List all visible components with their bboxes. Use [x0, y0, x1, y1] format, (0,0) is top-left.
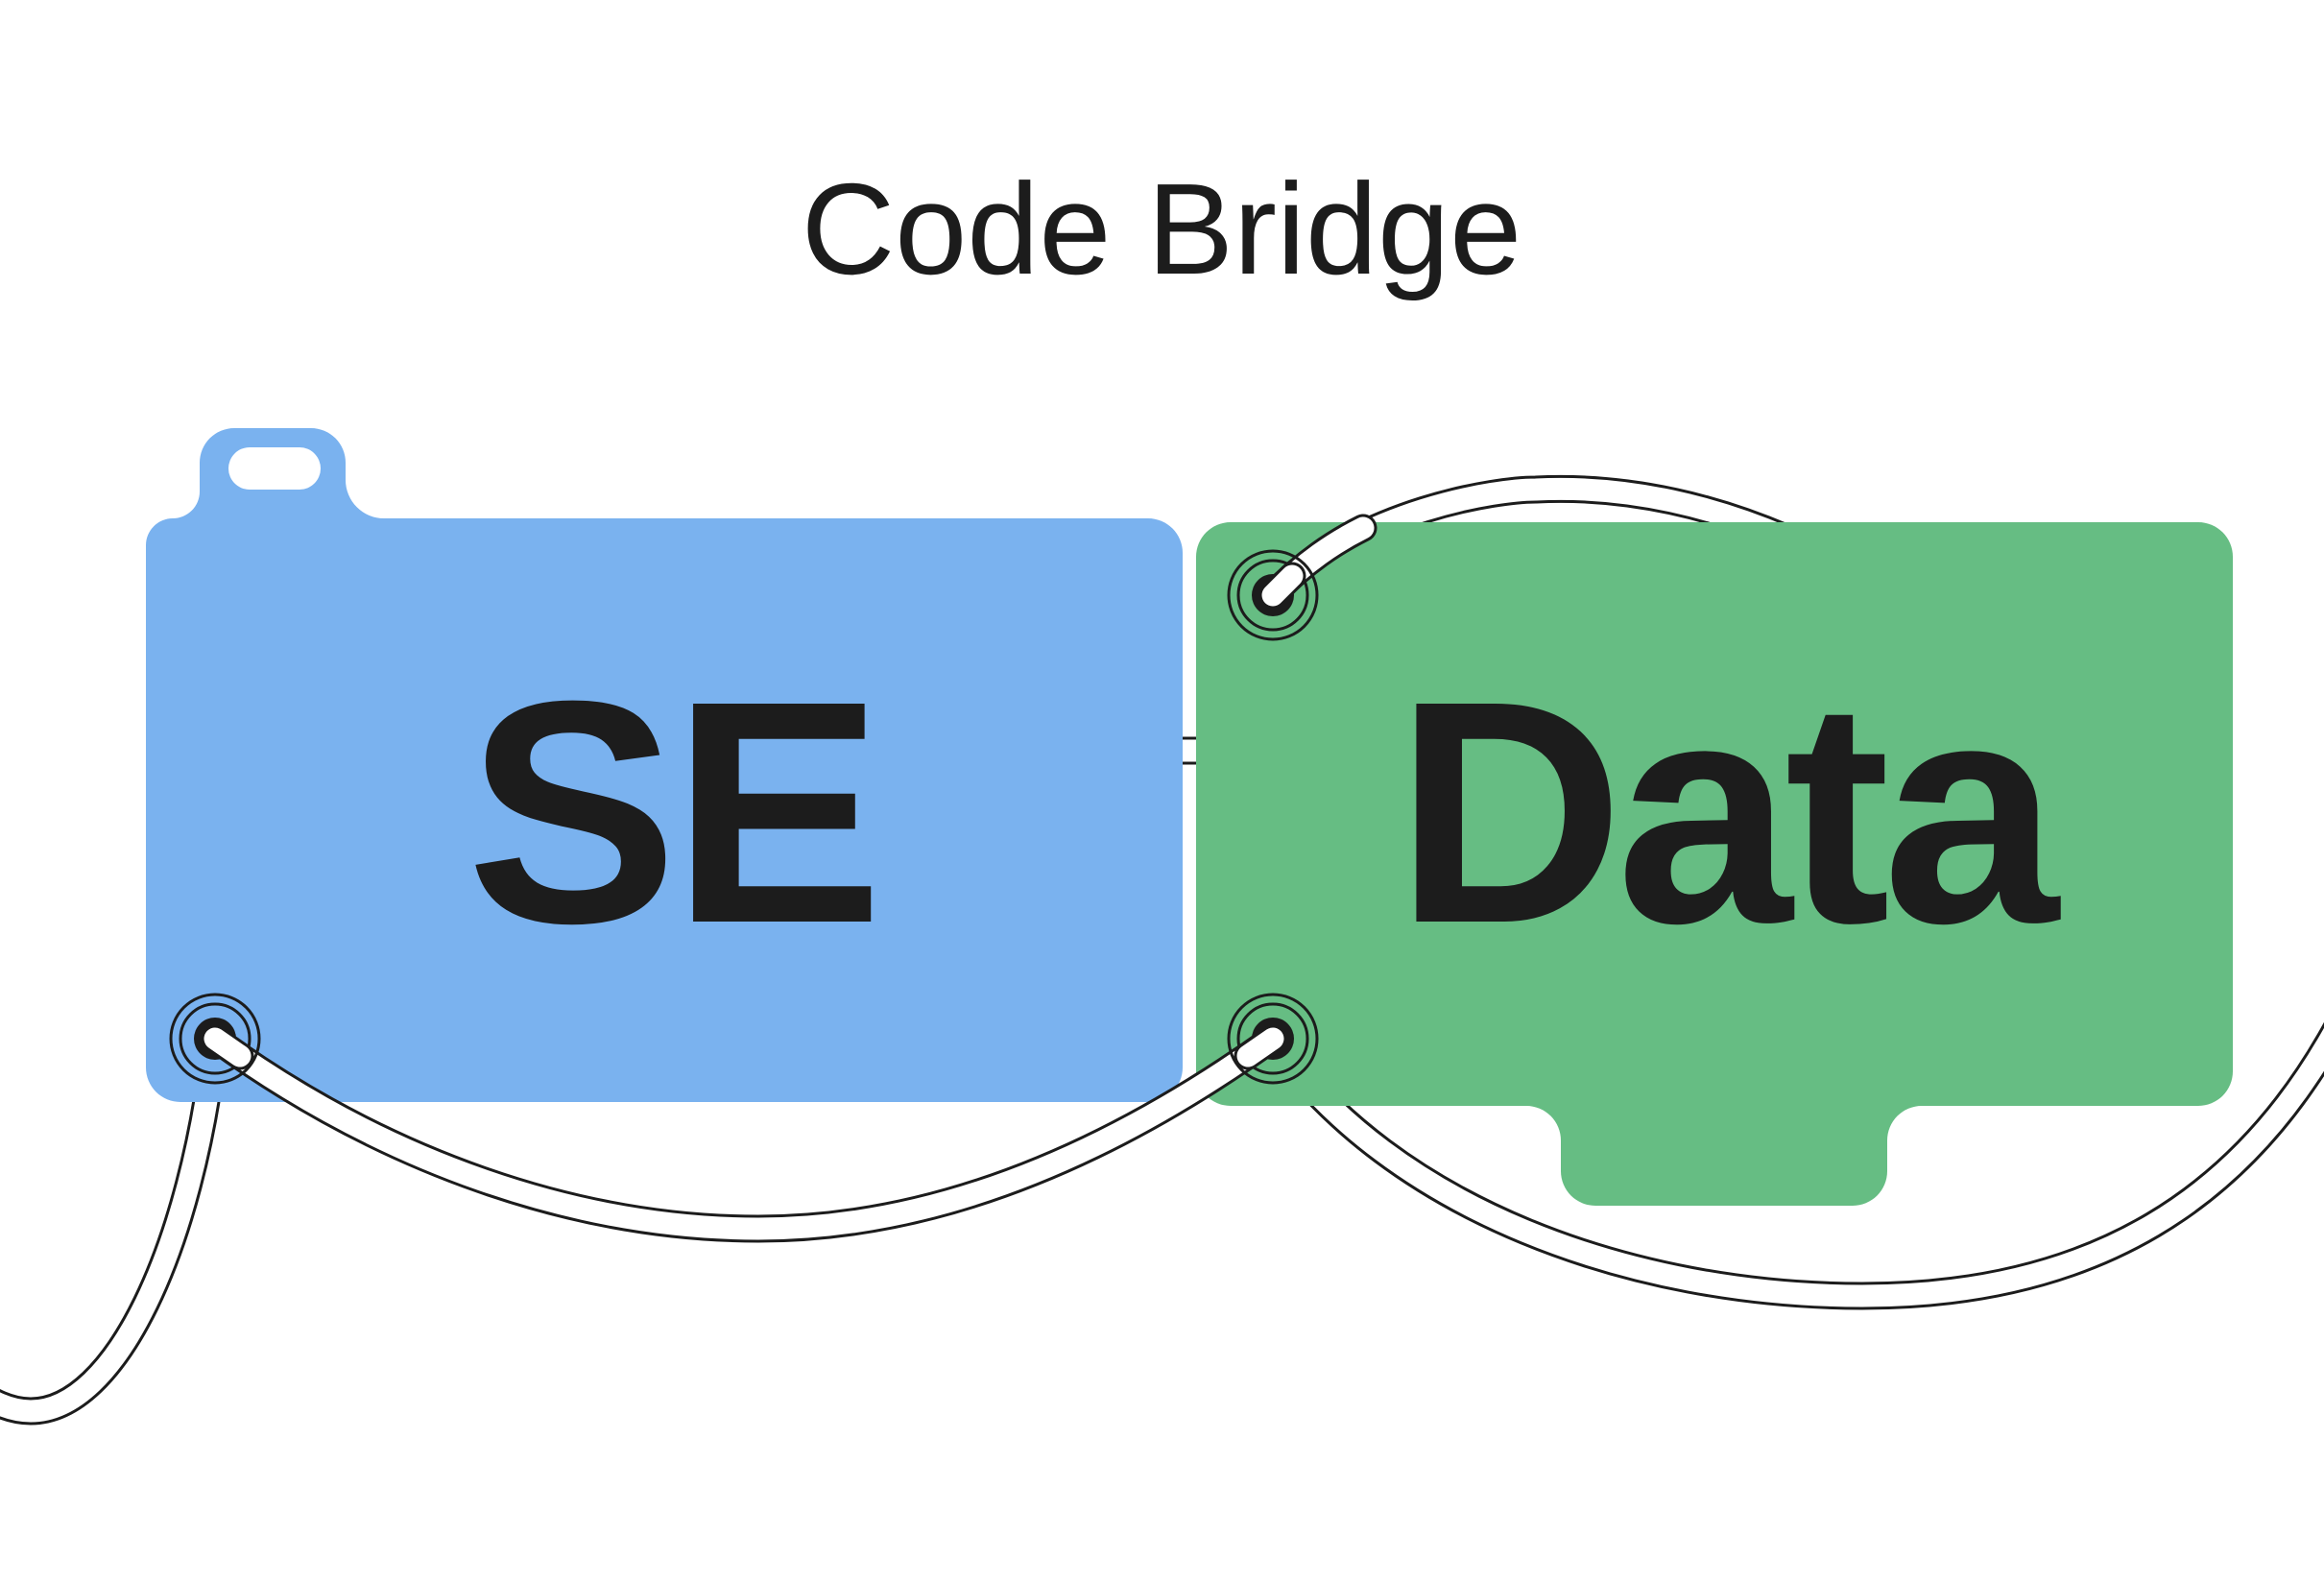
se-card-shape [146, 428, 1183, 1102]
page-title: Code Bridge [802, 156, 1521, 301]
data-card: Data [1196, 522, 2233, 1206]
se-card-label: SE [467, 635, 877, 989]
cable-tips [201, 562, 1306, 1070]
data-card-shape [1196, 522, 2233, 1206]
se-card: SE [146, 428, 1183, 1102]
se-card-tab-slot [228, 447, 321, 490]
data-card-label: Data [1395, 635, 2060, 989]
